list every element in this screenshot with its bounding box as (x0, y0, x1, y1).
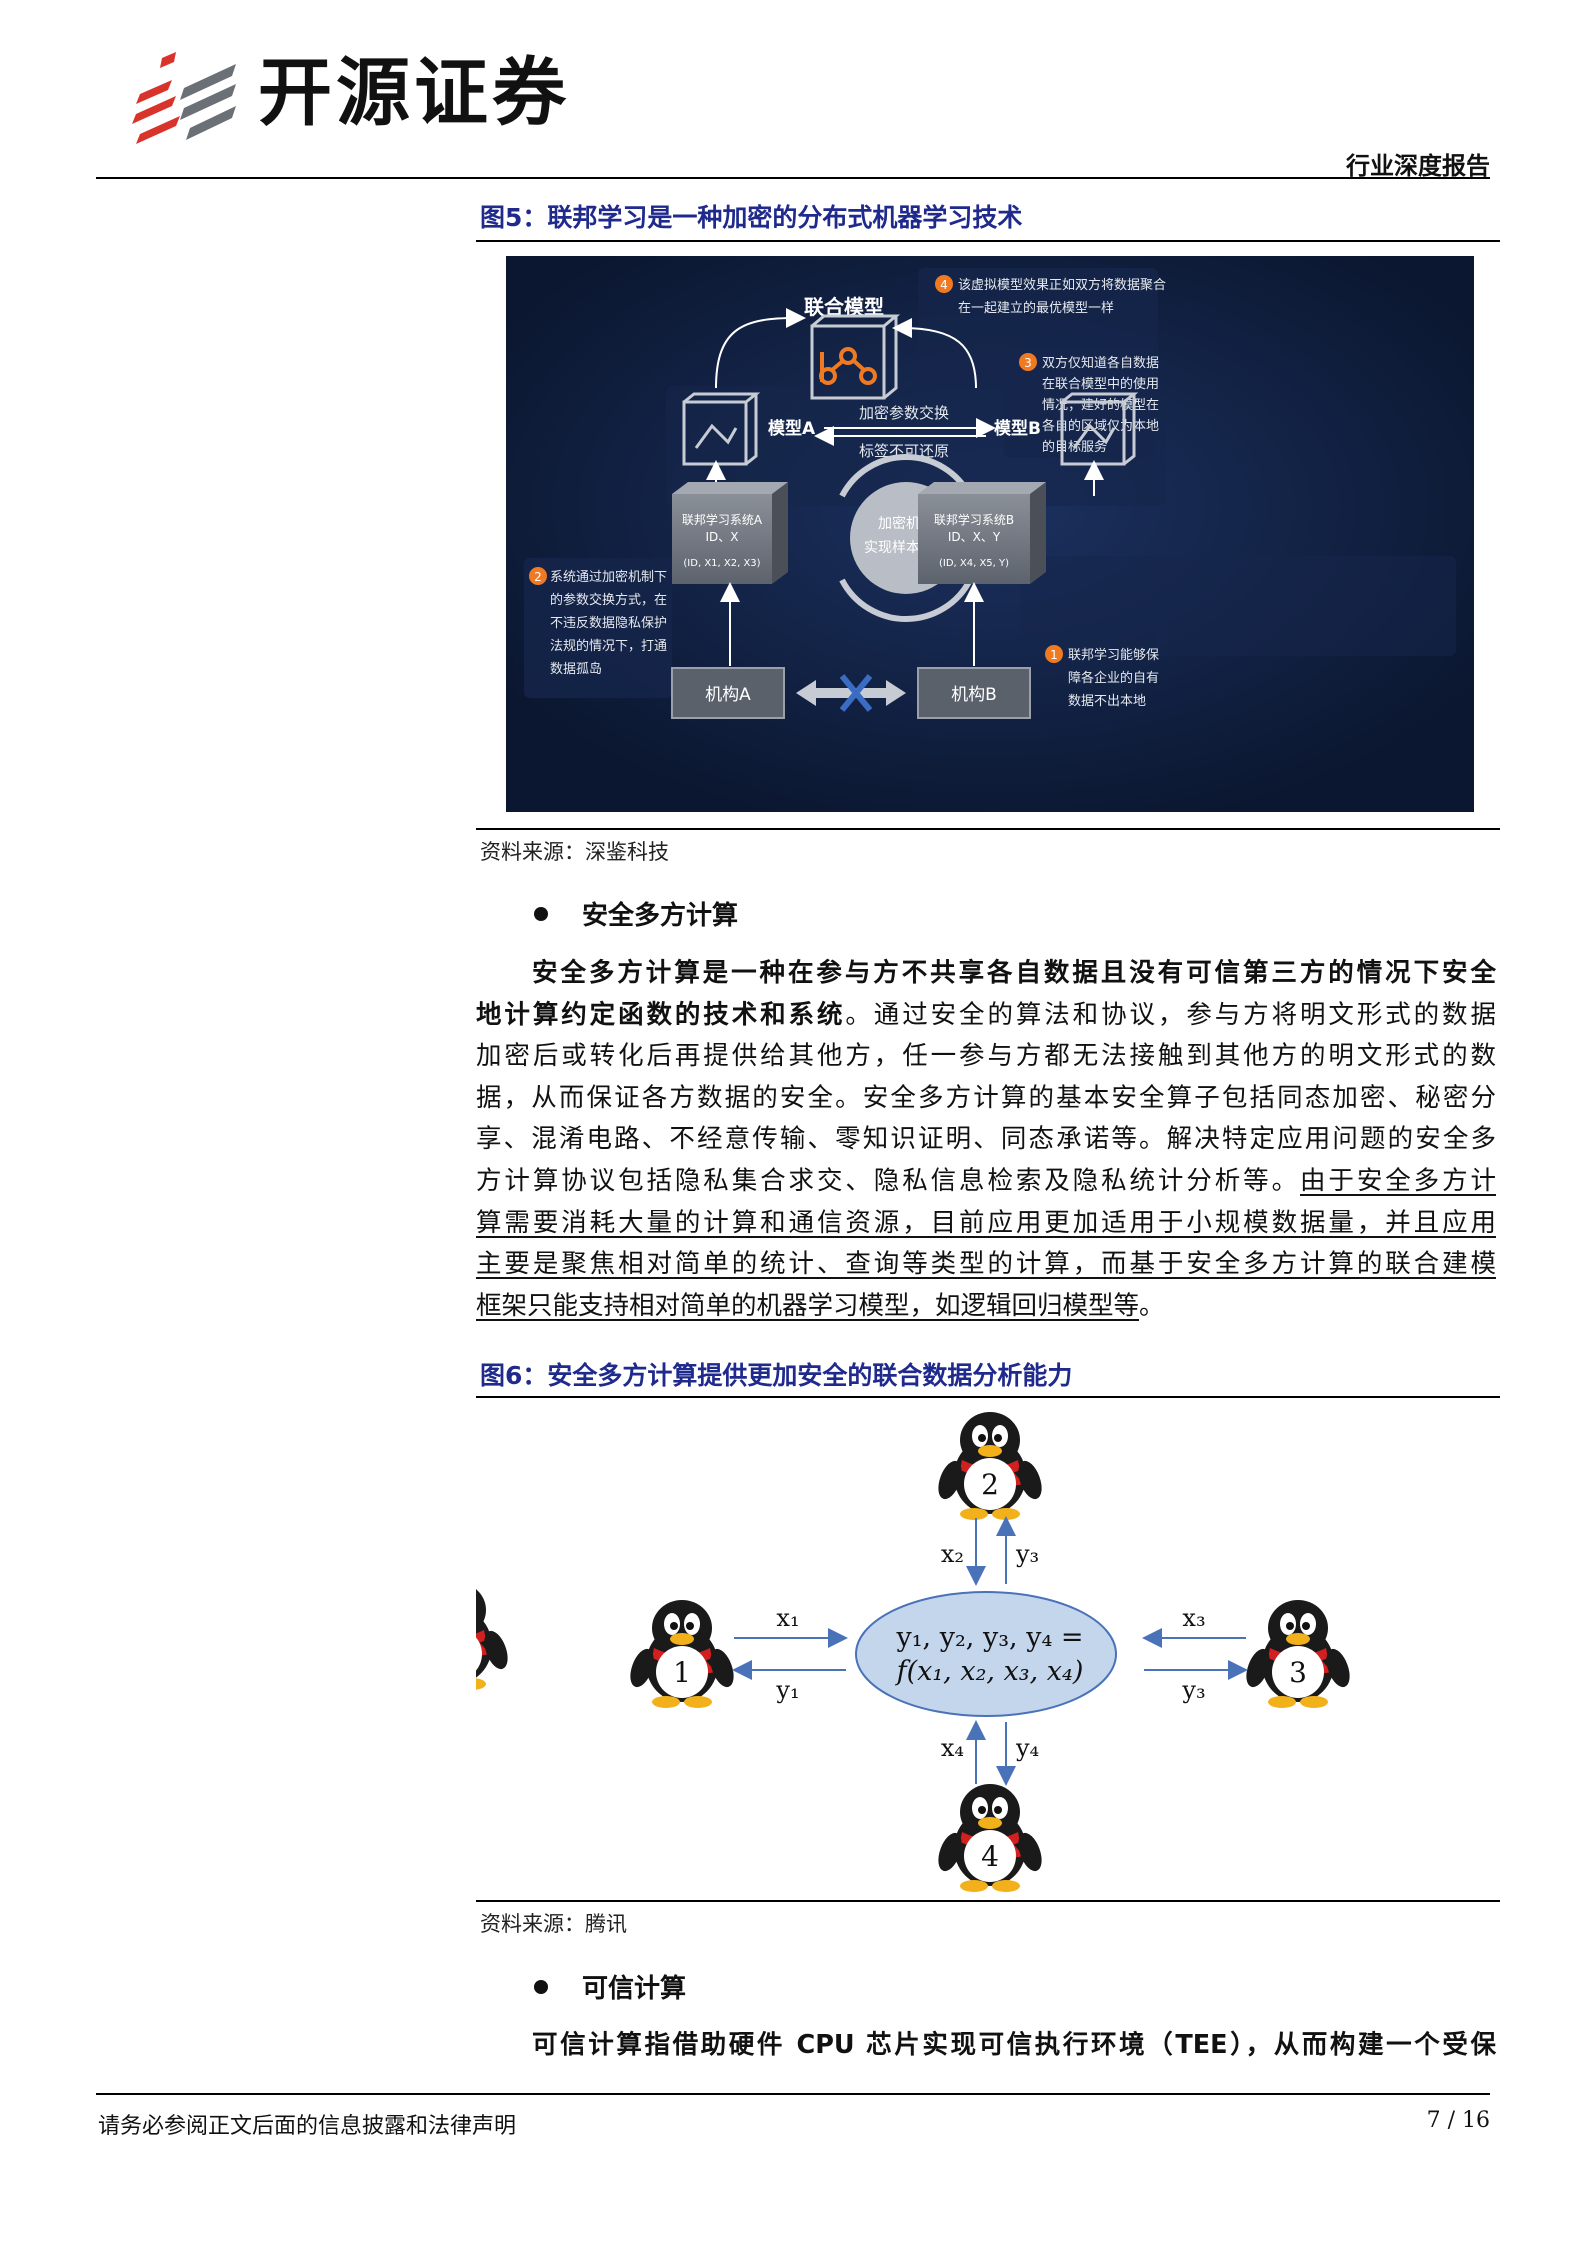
para-line: 享、混淆电路、不经意传输、零知识证明、同态承诺等。解决特定应用问题的安全多 (476, 1124, 1496, 1155)
party-2-penguin-icon (933, 1412, 1047, 1520)
svg-text:在联合模型中的使用: 在联合模型中的使用 (1042, 376, 1159, 392)
figure5-diagram: 联合模型 4 该虚拟模型效果正如双方将数据聚合 在一起建立的最优模型一样 3 双… (506, 256, 1474, 812)
svg-text:x₁: x₁ (776, 1604, 799, 1632)
note4-text-2: 在一起建立的最优模型一样 (958, 300, 1114, 316)
svg-text:(ID, X1, X2, X3): (ID, X1, X2, X3) (683, 558, 760, 569)
svg-text:情况；建好的模型在: 情况；建好的模型在 (1042, 397, 1159, 413)
model-b-label: 模型B (994, 418, 1041, 439)
figure5-bottom-rule (476, 828, 1500, 830)
company-name: 开源证券 (258, 50, 570, 136)
note4-text-1: 该虚拟模型效果正如双方将数据聚合 (958, 277, 1166, 293)
footer-divider (96, 2093, 1490, 2095)
svg-text:3: 3 (1024, 356, 1032, 370)
tee-paragraph: 可信计算指借助硬件 CPU 芯片实现可信执行环境（TEE），从而构建一个受保 (476, 2025, 1496, 2067)
org-b-label: 机构B (951, 685, 997, 705)
org-a-label: 机构A (705, 685, 751, 705)
svg-text:x₄: x₄ (941, 1734, 964, 1762)
svg-text:的参数交换方式，在: 的参数交换方式，在 (550, 592, 667, 608)
joint-model-cube-icon (810, 314, 901, 400)
svg-text:法规的情况下，打通: 法规的情况下，打通 (550, 638, 667, 654)
svg-text:x₃: x₃ (1182, 1604, 1205, 1632)
figure5-top-rule (476, 240, 1500, 242)
para-line: 据，从而保证各方数据的安全。安全多方计算的基本安全算子包括同态加密、秘密分 (476, 1082, 1496, 1113)
party-3-penguin-icon (1241, 1600, 1355, 1708)
svg-text:数据不出本地: 数据不出本地 (1068, 694, 1146, 709)
footer-disclaimer: 请务必参阅正文后面的信息披露和法律声明 (98, 2114, 517, 2139)
svg-text:障各企业的自有: 障各企业的自有 (1068, 670, 1159, 686)
svg-text:4: 4 (981, 1840, 999, 1873)
svg-text:3: 3 (1289, 1656, 1307, 1689)
center-formula-1: y₁, y₂, y₃, y₄ = (895, 1622, 1083, 1653)
page-number: 7 / 16 (1426, 2108, 1490, 2133)
svg-text:2: 2 (534, 570, 542, 584)
bullet-dot-icon (534, 906, 548, 921)
svg-text:数据孤岛: 数据孤岛 (550, 661, 602, 677)
svg-text:1: 1 (673, 1656, 691, 1689)
blocked-exchange-icon (796, 674, 906, 712)
para-line: 框架只能支持相对简单的机器学习模型，如逻辑回归模型等。 (476, 1290, 1165, 1321)
svg-text:双方仅知道各自数据: 双方仅知道各自数据 (1042, 355, 1159, 371)
svg-text:ID、X: ID、X (705, 530, 738, 544)
svg-text:y₃: y₃ (1181, 1676, 1205, 1704)
svg-text:不违反数据隐私保护: 不违反数据隐私保护 (550, 616, 667, 631)
svg-text:联邦学习能够保: 联邦学习能够保 (1068, 647, 1159, 663)
svg-text:联邦学习系统A: 联邦学习系统A (682, 512, 763, 527)
para-line: 安全多方计算是一种在参与方不共享各自数据且没有可信第三方的情况下安全 (532, 958, 1496, 988)
model-a-label: 模型A (768, 418, 816, 439)
figure5-source: 资料来源：深鉴科技 (480, 840, 669, 864)
system-a-box (672, 482, 788, 584)
shared-function-node (855, 1591, 1117, 1717)
party-4-penguin-icon (933, 1784, 1047, 1892)
mpc-paragraph: 安全多方计算是一种在参与方不共享各自数据且没有可信第三方的情况下安全 地计算约定… (476, 953, 1496, 1327)
figure6-bottom-rule (476, 1900, 1500, 1902)
svg-text:标签不可还原: 标签不可还原 (859, 442, 949, 460)
para-line: 加密后或转化后再提供给其他方，任一参与方都无法接触到其他方的明文形式的数 (476, 1041, 1496, 1072)
report-type: 行业深度报告 (1346, 152, 1490, 180)
bullet-tee: 可信计算 (534, 1968, 686, 2005)
para-line: 算需要消耗大量的计算和通信资源，目前应用更加适用于小规模数据量，并且应用 (476, 1207, 1496, 1238)
para-line: 可信计算指借助硬件 CPU 芯片实现可信执行环境（TEE），从而构建一个受保 (532, 2030, 1496, 2060)
figure5-title: 图5：联邦学习是一种加密的分布式机器学习技术 (480, 203, 1023, 232)
para-line: 主要是聚焦相对简单的统计、查询等类型的计算，而基于安全多方计算的联合建模 (476, 1249, 1496, 1280)
svg-text:4: 4 (940, 278, 948, 292)
svg-text:2: 2 (981, 1468, 999, 1501)
svg-text:系统通过加密机制下: 系统通过加密机制下 (550, 569, 667, 585)
figure6-diagram: y₁, y₂, y₃, y₄ = f(x₁, x₂, x₃, x₄) 2 x₂ … (399, 1404, 1500, 1892)
para-line: 方计算协议包括隐私集合求交、隐私信息检索及隐私统计分析等。由于安全多方计 (476, 1165, 1496, 1196)
svg-text:各自的区域仅为本地: 各自的区域仅为本地 (1042, 418, 1159, 434)
figure6-top-rule (476, 1396, 1500, 1398)
svg-text:1: 1 (1050, 648, 1058, 662)
svg-text:y₁: y₁ (775, 1676, 799, 1704)
svg-text:加密参数交换: 加密参数交换 (859, 404, 949, 422)
svg-text:y₃: y₃ (1015, 1540, 1039, 1568)
header-divider (96, 177, 1490, 179)
svg-text:(ID, X4, X5, Y): (ID, X4, X5, Y) (939, 558, 1009, 569)
party-1-penguin-icon-left (625, 1600, 739, 1708)
svg-text:x₂: x₂ (941, 1540, 964, 1568)
figure6-source: 资料来源：腾讯 (480, 1912, 627, 1936)
para-line: 地计算约定函数的技术和系统。通过安全的算法和协议，参与方将明文形式的数据 (476, 999, 1496, 1030)
bullet-mpc: 安全多方计算 (534, 895, 738, 932)
svg-text:联邦学习系统B: 联邦学习系统B (934, 512, 1014, 527)
bullet-dot-icon (534, 1979, 548, 1994)
center-formula-2: f(x₁, x₂, x₃, x₄) (895, 1656, 1084, 1687)
svg-text:y₄: y₄ (1015, 1734, 1039, 1762)
figure6-title: 图6：安全多方计算提供更加安全的联合数据分析能力 (480, 1361, 1073, 1390)
company-logo-icon (132, 50, 242, 150)
svg-text:ID、X、Y: ID、X、Y (948, 530, 1001, 544)
